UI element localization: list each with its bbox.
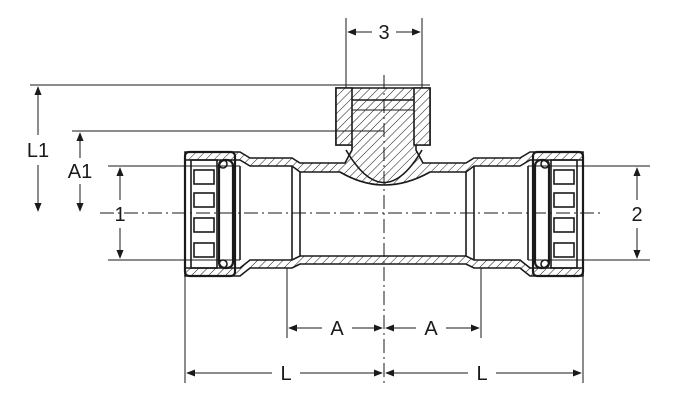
dimension-label-1: 1 <box>114 204 125 226</box>
extension-lines <box>30 18 650 383</box>
left-grip-ring <box>193 159 228 269</box>
dimension-label-3: 3 <box>378 22 389 44</box>
dimension-label-l-left: L <box>280 363 291 385</box>
dimension-lines <box>34 28 641 377</box>
dimension-label-l1: L1 <box>27 140 49 162</box>
left-press-end <box>183 150 237 278</box>
right-press-end <box>531 150 585 278</box>
dimension-label-a1: A1 <box>68 161 92 183</box>
dimension-label-a-left: A <box>330 318 344 340</box>
dimension-label-2: 2 <box>631 204 642 226</box>
dimension-label-l-right: L <box>476 363 487 385</box>
dimension-label-a-right: A <box>424 318 438 340</box>
right-grip-ring <box>540 159 575 269</box>
